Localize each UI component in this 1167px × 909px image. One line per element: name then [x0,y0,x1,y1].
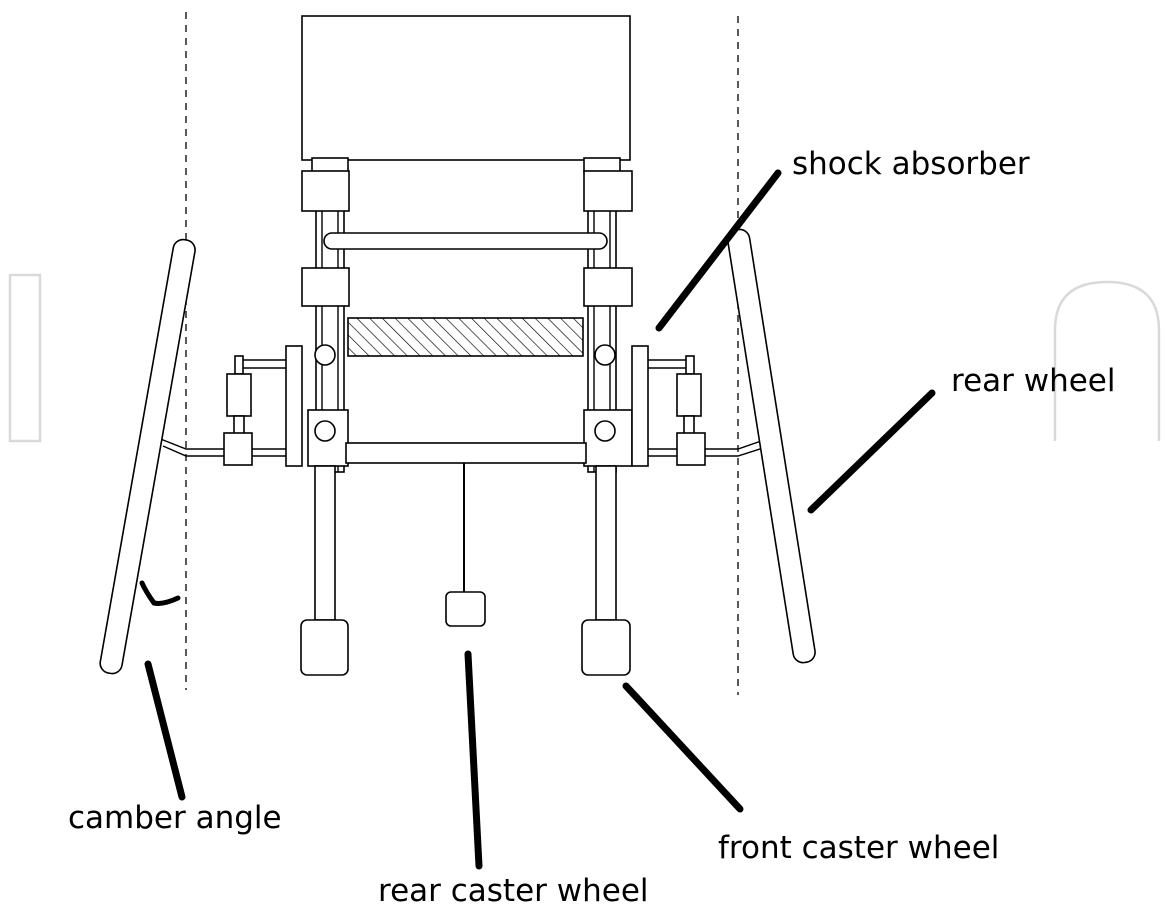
rear-wheel-pointer [807,389,936,514]
right-side-plate [631,345,649,467]
shock-absorber-pointer [655,169,782,332]
rear-caster-pointer [464,650,483,870]
right-rear-wheel [726,228,816,664]
left-upper-pivot [314,344,336,366]
right-shock-absorber [648,355,767,466]
left-middle-clamp [301,267,350,307]
cross-bar [323,232,608,250]
left-rear-wheel [99,238,196,675]
left-shock-absorber [157,355,286,466]
left-side-plate [285,345,303,467]
right-middle-clamp [583,267,633,307]
main-axle [345,442,587,464]
camber-angle-label: camber angle [68,800,282,836]
seat [347,317,584,357]
right-caster-fork [595,465,617,621]
rear-wheel-label: rear wheel [951,363,1116,399]
camber-angle-pointer [144,660,186,801]
camber-angle-arc [139,580,181,606]
watermark [8,273,1161,443]
right-upper-pivot [594,344,616,366]
front-caster-wheel-label: front caster wheel [718,830,1000,866]
shock-absorber-label: shock absorber [792,146,1030,182]
left-caster-fork [314,465,336,621]
rear-caster-wheel [445,591,486,627]
rear-caster-wheel-label: rear caster wheel [378,873,649,909]
front-caster-pointer [622,682,744,813]
right-upper-clamp [583,170,633,212]
backrest [301,15,631,161]
left-upper-clamp [301,170,350,212]
left-front-caster-wheel [300,619,349,676]
right-front-caster-wheel [581,619,631,676]
